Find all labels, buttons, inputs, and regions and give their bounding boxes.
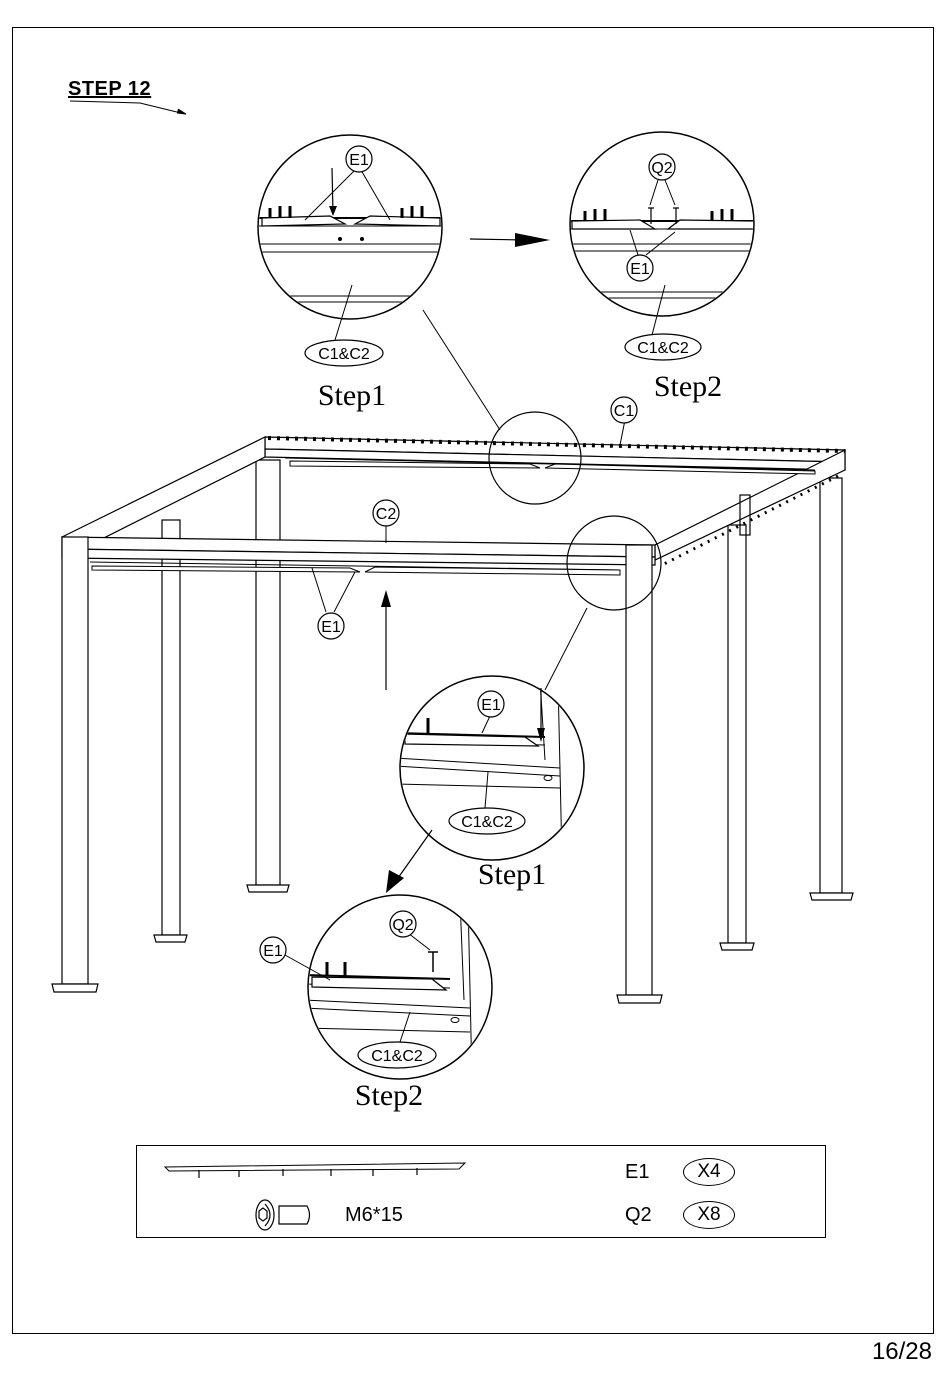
callout-tr-part-label: E1 — [630, 261, 650, 278]
callout-ll-part-label: E1 — [263, 943, 283, 960]
callout-ll-caption: Step2 — [355, 1079, 423, 1112]
part-code-screw: Q2 — [625, 1204, 652, 1227]
parts-list: E1 X4 M6*15 Q2 X8 — [136, 1145, 826, 1238]
callout-tr-beam-label: C1&C2 — [637, 340, 689, 357]
callout-lm-beam-label: C1&C2 — [461, 814, 513, 831]
zoom-leader-back — [423, 310, 500, 430]
step-arrow-top — [470, 233, 550, 247]
detail-top-left: E1 C1&C2 Step1 — [250, 135, 450, 412]
callout-lm-caption: Step1 — [478, 858, 546, 891]
label-gutter: E1 — [321, 619, 341, 636]
callout-tr-caption: Step2 — [654, 370, 722, 403]
callout-tl-caption: Step1 — [318, 379, 386, 412]
right-beam-louvers — [660, 476, 838, 566]
page-number: 16/28 — [872, 1338, 932, 1366]
callout-tl-beam-label: C1&C2 — [318, 346, 370, 363]
label-front-beam: C2 — [376, 506, 397, 523]
gutter-part-icon — [165, 1163, 465, 1178]
part-name-screw: M6*15 — [345, 1204, 403, 1227]
label-back-beam: C1 — [614, 403, 635, 420]
detail-lower-mid: E1 C1&C2 Step1 — [395, 676, 584, 891]
part-qty-screw: X8 — [683, 1201, 735, 1229]
callout-lm-part-label: E1 — [481, 697, 501, 714]
part-qty-gutter: X4 — [683, 1158, 735, 1186]
callout-tl-part-label: E1 — [349, 152, 369, 169]
callout-tr-screw-label: Q2 — [651, 160, 672, 177]
zoom-leader-corner — [545, 608, 587, 690]
detail-lower-left: Q2 E1 C1&C2 Step2 — [260, 895, 492, 1112]
callout-ll-screw-label: Q2 — [392, 917, 413, 934]
callout-ll-beam-label: C1&C2 — [371, 1048, 423, 1065]
part-code-gutter: E1 — [625, 1161, 649, 1184]
title-arrow — [70, 101, 186, 114]
detail-top-right: Q2 E1 C1&C2 Step2 — [565, 132, 760, 403]
screw-part-icon — [256, 1200, 310, 1230]
step-arrow-lower — [386, 830, 432, 893]
